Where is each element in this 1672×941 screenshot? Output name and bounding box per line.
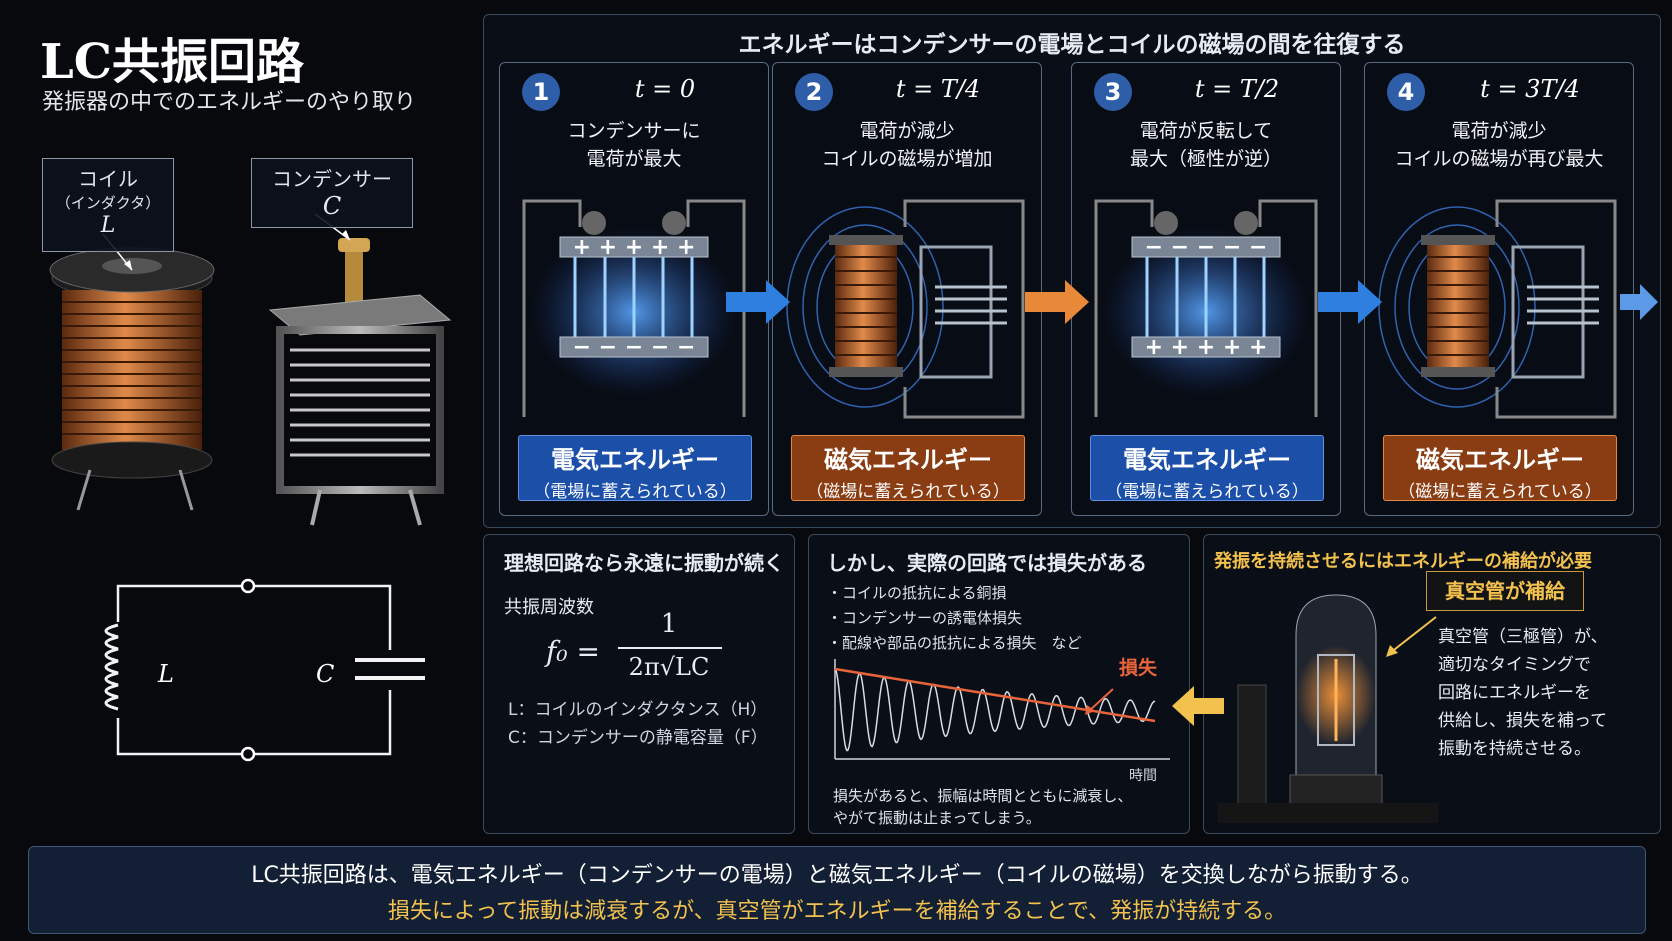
supply-panel: 発振を持続させるにはエネルギーの補給が必要 真空管が補給 真空管（三極管）が、 …	[1203, 534, 1661, 834]
energy-box: 磁気エネルギー （磁場に蓄えられている）	[791, 435, 1025, 502]
stage-time: t = 0	[634, 75, 696, 103]
footer-line-2: 損失によって振動は減衰するが、真空管がエネルギーを補給することで、発振が持続する…	[387, 899, 1287, 924]
loss-item: ・コイルの抵抗による銅損	[827, 584, 1007, 602]
stages-header: エネルギーはコンデンサーの電場とコイルの磁場の間を往復する	[738, 32, 1406, 58]
capacitor-reversed-illustration	[1094, 199, 1318, 417]
freq-label: 共振周波数	[504, 597, 594, 618]
coil-magnetic-field-illustration	[1378, 199, 1617, 419]
stage-4: 4 t = 3T/4 電荷が減少コイルの磁場が再び最大 磁気エネルギー （磁場に…	[1364, 62, 1634, 516]
capacitor-charged-illustration	[522, 199, 746, 417]
loss-label: 損失	[1119, 657, 1158, 679]
inductor-symbol	[104, 623, 119, 711]
footer-line-1: LC共振回路は、電気エネルギー（コンデンサーの電場）と磁気エネルギー（コイルの磁…	[251, 863, 1423, 888]
bottom-plate-charge: + + + + +	[1144, 335, 1268, 360]
coil-illustration	[49, 247, 215, 511]
damped-oscillation-plot	[834, 659, 1170, 760]
energy-box: 磁気エネルギー （磁場に蓄えられている）	[1383, 435, 1617, 502]
coil-label: コイル （インダクタ） L	[42, 158, 174, 252]
time-axis-label: 時間	[1129, 768, 1157, 784]
coil-magnetic-field-illustration	[786, 199, 1025, 419]
stage-time: t = T/2	[1194, 75, 1280, 103]
stage-time: t = T/4	[895, 75, 981, 103]
footer-summary: LC共振回路は、電気エネルギー（コンデンサーの電場）と磁気エネルギー（コイルの磁…	[28, 846, 1646, 934]
top-plate-charge: − − − − −	[1144, 235, 1268, 260]
def-l: L：コイルのインダクタンス（H）	[508, 700, 768, 720]
capacitor-label: コンデンサー C	[251, 158, 413, 228]
stage-number: 4	[1387, 73, 1425, 111]
ideal-circuit-panel: 理想回路なら永遠に振動が続く 共振周波数 f₀ = 1 2π√LC L：コイルの…	[483, 534, 795, 834]
loss-caption: 損失があると、振幅は時間とともに減衰し、 やがて振動は止まってしまう。	[833, 787, 1133, 827]
loss-title: しかし、実際の回路では損失がある	[827, 551, 1147, 575]
stage-2: 2 t = T/4 電荷が減少コイルの磁場が増加 磁気エネルギー （磁場に蓄えら…	[772, 62, 1042, 516]
variable-capacitor-illustration	[268, 238, 452, 526]
stage-3: 3 t = T/2 電荷が反転して最大（極性が逆） − − − − − + + …	[1071, 62, 1341, 516]
energy-box: 電気エネルギー （電場に蓄えられている）	[1090, 435, 1324, 502]
decay-envelope	[834, 667, 1156, 723]
top-plate-charge: + + + + +	[572, 235, 696, 260]
damped-wave	[834, 668, 1156, 752]
lc-circuit-schematic	[104, 578, 425, 762]
stage-number: 2	[795, 73, 833, 111]
loss-item: ・配線や部品の抵抗による損失 など	[827, 634, 1082, 652]
arrow-right-icon	[1025, 280, 1089, 324]
circuit-l-label: L	[158, 660, 174, 688]
loss-list: ・コイルの抵抗による銅損 ・コンデンサーの誘電体損失 ・配線や部品の抵抗による損…	[827, 581, 1082, 656]
bottom-plate-charge: − − − − −	[572, 335, 696, 360]
supply-description: 真空管（三極管）が、 適切なタイミングで 回路にエネルギーを 供給し、損失を補っ…	[1438, 627, 1608, 759]
formula-denominator: 2π√LC	[628, 653, 710, 681]
energy-box: 電気エネルギー （電場に蓄えられている）	[518, 435, 752, 502]
arrow-right-icon	[726, 280, 790, 324]
formula-numerator: 1	[660, 609, 678, 639]
page-title: LC共振回路	[40, 34, 304, 90]
arrow-left-icon	[1172, 686, 1224, 726]
stage-time: t = 3T/4	[1480, 75, 1580, 103]
vacuum-tube-illustration	[1218, 594, 1438, 823]
loss-item: ・コンデンサーの誘電体損失	[827, 609, 1023, 627]
loss-panel: しかし、実際の回路では損失がある ・コイルの抵抗による銅損 ・コンデンサーの誘電…	[808, 534, 1190, 834]
supply-badge: 真空管が補給	[1426, 571, 1584, 611]
page-subtitle: 発振器の中でのエネルギーのやり取り	[42, 90, 417, 115]
stage-number: 3	[1094, 73, 1132, 111]
arrow-right-icon	[1318, 280, 1382, 324]
arrow-right-icon	[1620, 284, 1658, 320]
circuit-c-label: C	[316, 660, 335, 688]
stage-1: 1 t = 0 コンデンサーに電荷が最大 + + + + + − − − − −…	[499, 62, 769, 516]
supply-title: 発振を持続させるにはエネルギーの補給が必要	[1214, 551, 1592, 572]
pointer-arrow-icon	[1386, 616, 1437, 657]
fraction-bar	[618, 647, 722, 649]
ideal-title: 理想回路なら永遠に振動が続く	[504, 551, 784, 575]
components-illustration	[49, 213, 452, 526]
stage-number: 1	[522, 73, 560, 111]
def-c: C：コンデンサーの静電容量（F）	[508, 728, 768, 748]
formula-lhs: f₀ =	[546, 635, 600, 668]
